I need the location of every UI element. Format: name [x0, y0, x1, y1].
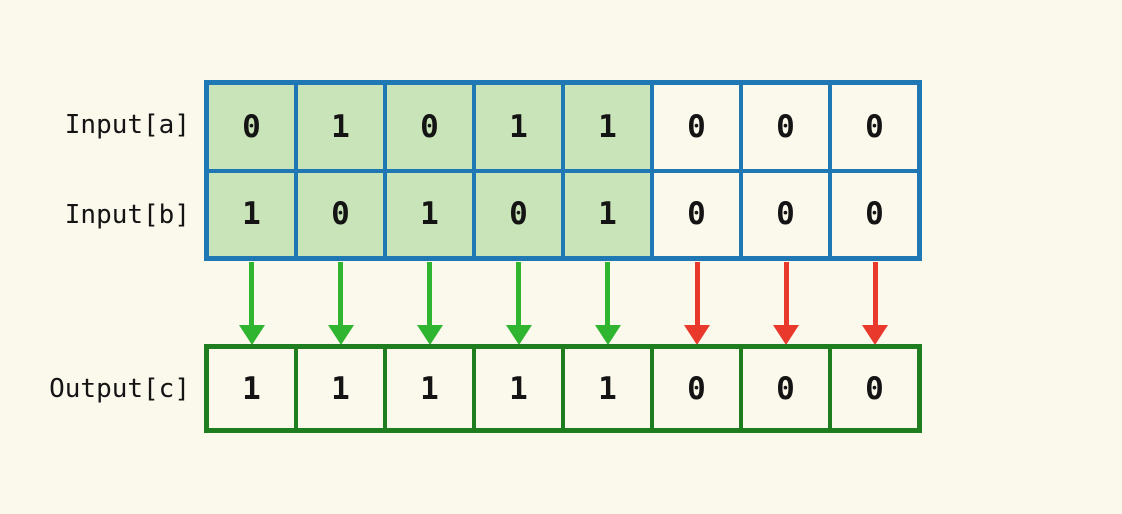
input-a-cell-0: 0 — [209, 85, 294, 169]
arrow-shaft — [427, 262, 433, 325]
output-c-cell-2: 1 — [387, 349, 472, 428]
down-arrow-red-5 — [684, 262, 710, 345]
input-b-cell-1: 0 — [298, 172, 383, 256]
input-a-label: Input[a] — [64, 110, 190, 140]
arrow-shaft — [872, 262, 878, 325]
down-arrow-green-4 — [594, 262, 621, 345]
arrow-head — [505, 325, 532, 345]
down-arrow-green-3 — [505, 262, 532, 345]
arrow-shaft — [605, 262, 611, 325]
input-a-cell-7: 0 — [832, 85, 917, 169]
input-b-cell-6: 0 — [743, 172, 828, 256]
arrow-head — [862, 325, 889, 345]
down-arrow-green-2 — [416, 262, 443, 345]
output-c-cell-1: 1 — [298, 349, 383, 428]
arrow-shaft — [249, 262, 254, 325]
arrow-shaft — [516, 262, 522, 325]
arrow-shaft — [694, 262, 700, 325]
arrow-shaft — [783, 262, 789, 325]
input-b-cell-5: 0 — [654, 172, 739, 256]
output-c-cell-5: 0 — [654, 349, 739, 428]
arrow-zone — [204, 262, 922, 345]
output-c-cell-3: 1 — [476, 349, 561, 428]
input-b-cell-0: 1 — [209, 172, 294, 256]
input-a-cell-1: 1 — [298, 85, 383, 169]
arrow-head — [684, 325, 710, 345]
arrow-head — [416, 325, 443, 345]
arrow-head — [594, 325, 621, 345]
input-b-cell-3: 0 — [476, 172, 561, 256]
down-arrow-green-0 — [238, 262, 265, 345]
output-c-cell-7: 0 — [832, 349, 917, 428]
down-arrow-red-6 — [773, 262, 800, 345]
arrow-head — [773, 325, 800, 345]
output-c-cell-6: 0 — [743, 349, 828, 428]
input-a-cell-4: 1 — [565, 85, 650, 169]
input-a-cell-6: 0 — [743, 85, 828, 169]
input-a-cell-5: 0 — [654, 85, 739, 169]
input-b-cell-4: 1 — [565, 172, 650, 256]
input-b-cell-7: 0 — [832, 172, 917, 256]
input-b-cell-2: 1 — [387, 172, 472, 256]
output-c-cell-0: 1 — [209, 349, 294, 428]
arrow-head — [327, 325, 354, 345]
input-b-label: Input[b] — [64, 200, 190, 230]
arrow-shaft — [338, 262, 344, 325]
down-arrow-red-7 — [862, 262, 889, 345]
input-a-cell-3: 1 — [476, 85, 561, 169]
arrow-head — [238, 325, 265, 345]
output-c-cell-4: 1 — [565, 349, 650, 428]
down-arrow-green-1 — [327, 262, 354, 345]
input-a-cell-2: 0 — [387, 85, 472, 169]
output-c-label: Output[c] — [49, 374, 190, 404]
